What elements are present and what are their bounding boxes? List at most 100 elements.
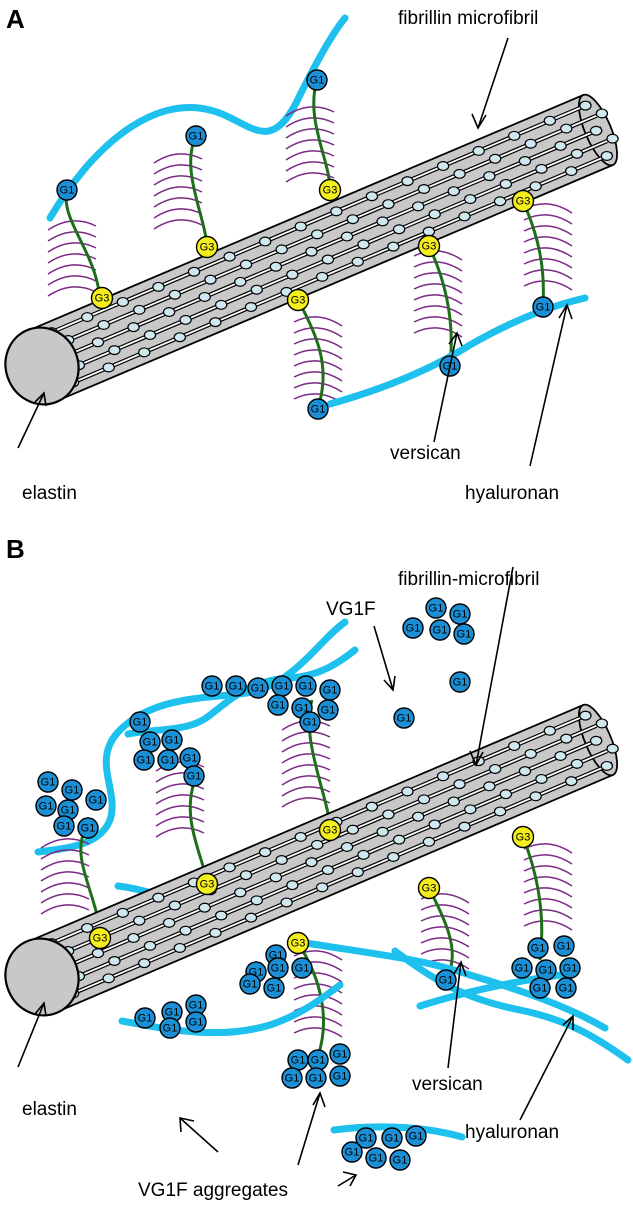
domain-circle — [329, 1065, 351, 1087]
domain-label: G1 — [310, 75, 325, 87]
g1-domain: G1 — [365, 1147, 387, 1169]
domain-circle — [286, 931, 310, 955]
microfibril-bead — [346, 214, 360, 225]
domain-label: G1 — [161, 755, 176, 767]
domain-circle — [161, 729, 183, 751]
microfibril-bead — [280, 897, 293, 908]
domain-circle — [239, 973, 261, 995]
microfibril-bead — [524, 138, 537, 149]
domain-label: G1 — [453, 609, 468, 621]
microfibril-bead — [244, 912, 258, 923]
domain-circle — [267, 957, 289, 979]
g1-domain: G1 — [53, 815, 75, 837]
domain-circle — [77, 817, 99, 839]
domain-circle — [402, 617, 424, 639]
hyaluronan-strand — [416, 969, 579, 1010]
microfibril-bead — [269, 872, 283, 883]
g1-domain: G1 — [56, 179, 78, 201]
microfibril-bead — [554, 140, 567, 151]
gag-chain — [47, 264, 97, 275]
microfibril-bead — [417, 794, 431, 805]
domain-label: G3 — [422, 883, 437, 895]
microfibril-bead — [518, 766, 532, 777]
domain-circle — [559, 957, 581, 979]
microfibril-bead — [321, 254, 335, 265]
microfibril-bead — [275, 854, 288, 865]
microfibril-bead — [508, 740, 521, 751]
g1-domain: G1 — [281, 1067, 303, 1089]
versican-core-protein — [427, 245, 453, 367]
gag-chain — [155, 794, 205, 805]
domain-label: G1 — [138, 1013, 153, 1025]
gag-chains — [47, 106, 573, 404]
gag-chain — [281, 786, 331, 797]
domain-label: G1 — [165, 1007, 180, 1019]
domain-circle — [317, 699, 339, 721]
microfibril-bead — [508, 130, 521, 141]
microfibril-bead — [143, 940, 157, 951]
microfibril-bead — [162, 917, 176, 928]
g1-domain: G1 — [263, 977, 285, 999]
g3-domain: G3 — [417, 234, 441, 258]
microfibril-bead — [294, 221, 307, 232]
domain-circle — [225, 675, 247, 697]
gag-chain — [523, 898, 573, 909]
domain-label: G1 — [57, 821, 72, 833]
gag-chain — [40, 860, 90, 871]
microfibril-bead — [447, 796, 460, 807]
domain-circle — [157, 749, 179, 771]
domain-label: G1 — [133, 717, 148, 729]
microfibril-bead — [606, 133, 619, 144]
microfibril-bead — [499, 178, 513, 189]
microfibril-bead — [116, 296, 130, 307]
domain-label: G1 — [457, 629, 472, 641]
domain-circle — [129, 711, 151, 733]
domain-circle — [185, 125, 207, 147]
g1-domain: G1 — [35, 795, 57, 817]
domain-label: G1 — [61, 805, 76, 817]
g1-domain: G1 — [329, 1043, 351, 1065]
microfibril-bead — [321, 864, 335, 875]
domain-circle — [417, 234, 441, 258]
g1-domain: G1 — [527, 937, 549, 959]
microfibril-bead — [97, 319, 110, 330]
gag-chain — [523, 225, 573, 236]
domain-label: G1 — [393, 1155, 408, 1167]
domain-label: G1 — [539, 965, 554, 977]
microfibril-bead — [493, 806, 507, 817]
hyaluronan-strand — [330, 1123, 466, 1141]
domain-label: G1 — [41, 777, 56, 789]
gag-chain — [285, 161, 335, 172]
microfibril-bead — [187, 266, 201, 277]
g3-domain: G3 — [286, 931, 310, 955]
microfibril-bead — [535, 163, 548, 174]
domain-circle — [553, 935, 575, 957]
gag-chain — [523, 247, 573, 258]
microfibril-bead — [152, 892, 165, 903]
g1-domain: G1 — [317, 699, 339, 721]
domain-circle — [305, 1067, 327, 1089]
gag-chain — [413, 283, 463, 294]
label-hyaluronan: hyaluronan — [465, 483, 559, 504]
g1-domain: G1 — [267, 694, 289, 716]
gag-chain — [293, 338, 343, 349]
g3-domain: G3 — [195, 872, 219, 896]
microfibril-bead — [239, 259, 253, 270]
g3-domain: G3 — [195, 235, 219, 259]
g1-domain: G1 — [393, 707, 415, 729]
gag-chain — [40, 904, 90, 915]
domain-circle — [355, 1127, 377, 1149]
gag-chain — [523, 258, 573, 269]
gag-chain — [523, 843, 573, 854]
microfibril-bead — [168, 900, 182, 911]
microfibril-bead — [239, 870, 253, 881]
domain-label: G1 — [345, 1147, 360, 1159]
domain-label: G1 — [189, 1000, 204, 1012]
gag-chain — [293, 1016, 343, 1027]
domain-label: G1 — [409, 1131, 424, 1143]
microfibril-bead — [524, 748, 537, 759]
hyaluronan-strand — [391, 947, 632, 1064]
